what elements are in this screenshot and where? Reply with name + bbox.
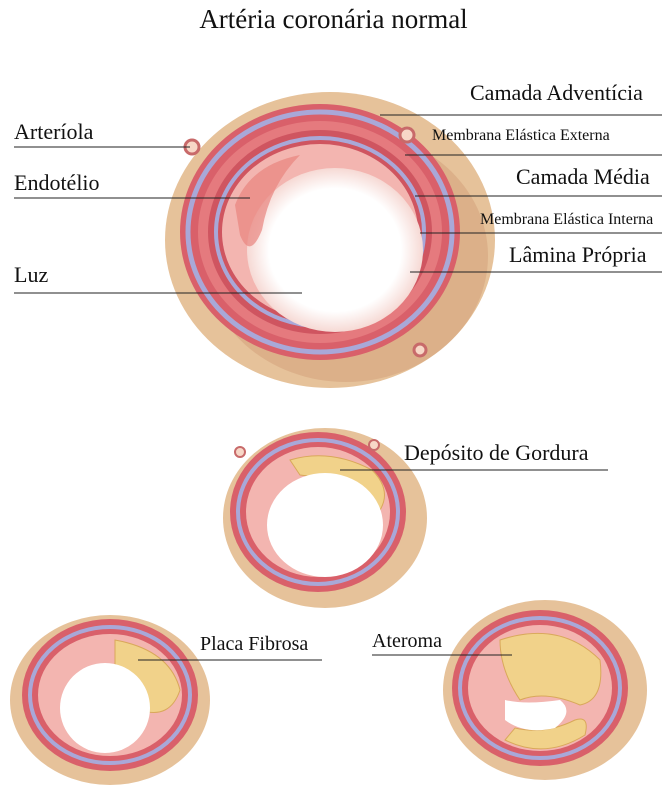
atheroma-artery <box>443 600 647 780</box>
label-placa-fibrosa: Placa Fibrosa <box>200 633 308 656</box>
fat-deposit-artery <box>223 428 427 608</box>
label-ateroma: Ateroma <box>372 630 442 653</box>
label-deposito-de-gordura: Depósito de Gordura <box>404 440 589 466</box>
label-camada-media: Camada Média <box>516 164 650 190</box>
label-lamina-propria: Lâmina Própria <box>509 242 646 268</box>
label-camada-adventicia: Camada Adventícia <box>470 80 643 106</box>
label-luz: Luz <box>14 262 48 288</box>
label-endotelio: Endotélio <box>14 170 100 196</box>
label-membrana-elastica-interna: Membrana Elástica Interna <box>480 211 653 229</box>
label-arteriola: Arteríola <box>14 119 93 145</box>
label-membrana-elastica-externa: Membrana Elástica Externa <box>432 127 610 145</box>
fibrous-plaque-artery <box>10 615 210 785</box>
